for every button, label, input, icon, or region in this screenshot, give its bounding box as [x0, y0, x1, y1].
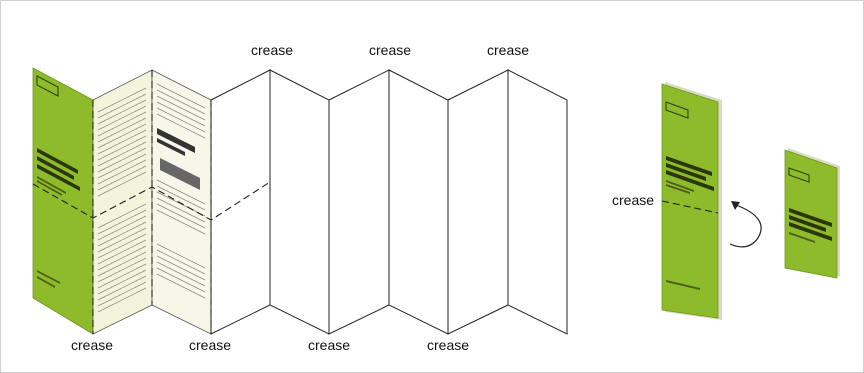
crease-label-side: crease [612, 193, 654, 207]
crease-label-top-2: crease [369, 43, 411, 57]
crease-label-top-3: crease [487, 43, 529, 57]
unprinted-panels [211, 70, 567, 334]
crease-label-bottom-4: crease [427, 338, 469, 352]
crease-label-bottom-1: crease [71, 338, 113, 352]
crease-label-top-1: crease [251, 43, 293, 57]
crease-label-bottom-2: crease [189, 338, 231, 352]
crease-label-bottom-3: crease [308, 338, 350, 352]
fold-arrow [730, 205, 761, 247]
